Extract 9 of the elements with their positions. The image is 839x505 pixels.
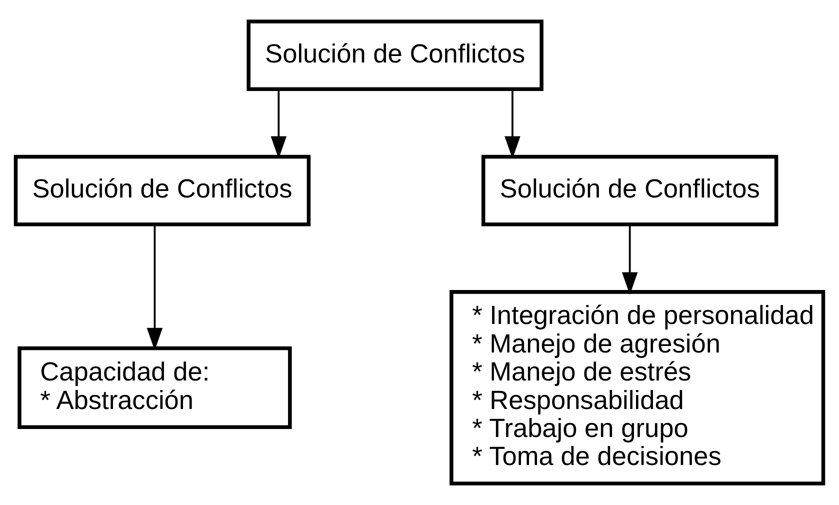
- node-box: Solución de Conflictos: [14, 154, 311, 226]
- arrow: [146, 224, 163, 350]
- node-box: Solución de Conflictos: [246, 20, 544, 91]
- node-box: * Integración de personalidad * Manejo de agresión * Manejo de estrés * Responsabilidad * Trabajo en grupo * Toma de decisiones: [450, 290, 826, 486]
- arrow: [504, 89, 520, 159]
- arrow: [622, 224, 638, 295]
- node-box: Solución de Conflictos: [481, 154, 778, 226]
- node-box: Capacidad de: * Abstracción: [18, 346, 292, 430]
- arrow: [270, 89, 287, 159]
